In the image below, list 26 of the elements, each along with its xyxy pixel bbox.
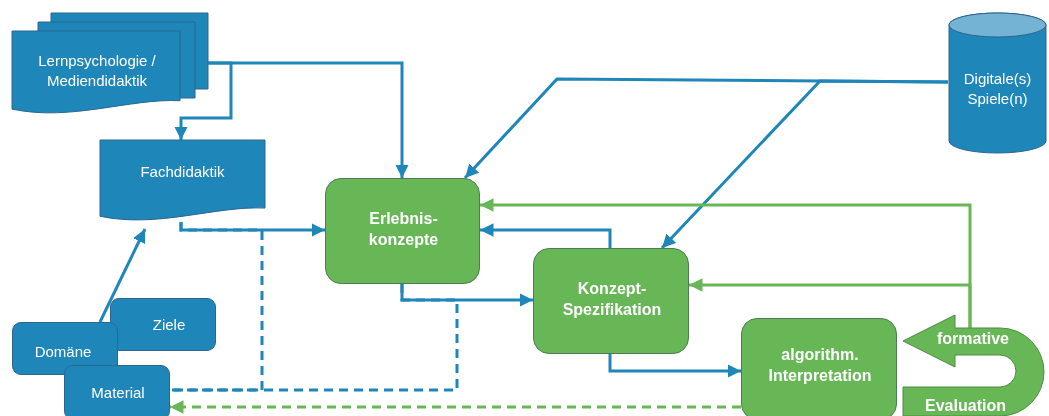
arrow: [98, 228, 147, 323]
node-label: Fachdidaktik: [139, 162, 226, 182]
arrow: [689, 278, 972, 328]
node-label: Domäne: [33, 342, 93, 362]
process-box: [325, 178, 480, 284]
arrow: [480, 223, 612, 248]
arrow: [660, 79, 948, 250]
node-label: Evaluation: [924, 396, 1007, 416]
arrow: [400, 284, 533, 307]
rounded-box: [110, 298, 216, 351]
node-label: algorithm. Interpretation: [767, 345, 873, 386]
node-label: Material: [90, 383, 146, 403]
arrow: [608, 354, 741, 378]
node-label: Erlebnis-konzepte: [367, 209, 440, 250]
arrow: [174, 61, 233, 140]
node-label: Konzept-Spezifikation: [561, 279, 663, 320]
node-label: Digitale(s) Spiele(n): [962, 69, 1033, 108]
rounded-box: [64, 365, 170, 416]
node-label: Lernpsychologie / Mediendidaktik: [37, 51, 157, 90]
rounded-box: [12, 322, 118, 375]
node-label: formative: [936, 329, 1010, 349]
dashed-arrow: [170, 400, 741, 414]
process-box: [741, 318, 897, 416]
process-box: [533, 248, 689, 354]
arrow: [179, 222, 325, 237]
node-label: Ziele: [151, 315, 187, 335]
